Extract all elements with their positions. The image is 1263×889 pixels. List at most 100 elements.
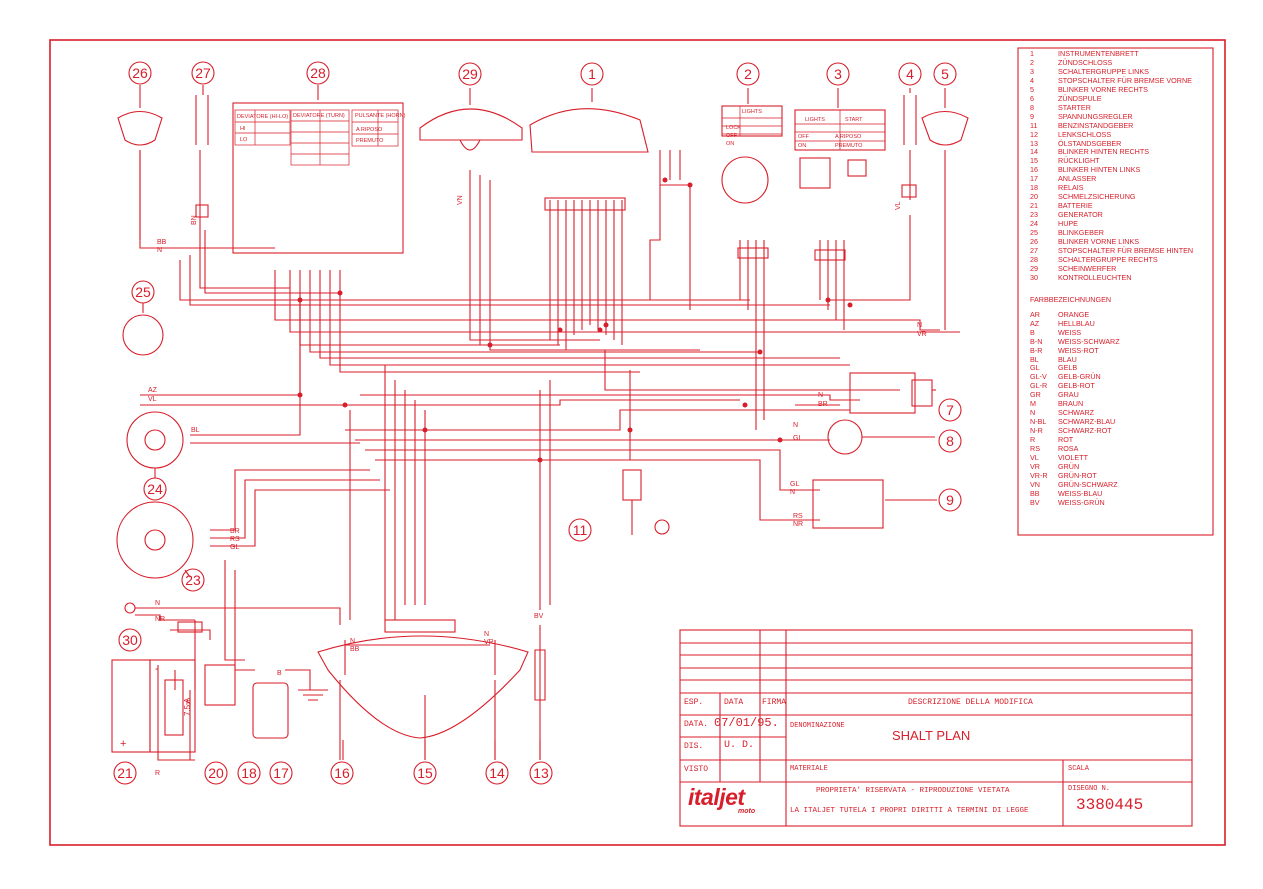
key-on: ON	[726, 141, 734, 147]
italjet-logo-sub: moto	[738, 808, 756, 815]
italjet-logo: italjet	[688, 784, 745, 810]
color-code-name: GRAU	[1058, 390, 1079, 400]
color-code-name: ROSA	[1058, 444, 1079, 454]
proprieta-text: PROPRIETA' RISERVATA - RIPRODUZIONE VIET…	[816, 787, 1010, 795]
component-name: SCHEINWERFER	[1058, 263, 1117, 273]
color-code-name: WEISS-ROT	[1058, 345, 1099, 355]
callout-circle-25	[131, 280, 155, 304]
color-code-code: VR	[1030, 461, 1040, 471]
component-name: BATTERIE	[1058, 201, 1093, 211]
start-title: START	[845, 117, 863, 123]
component-name: SCHALTERGRUPPE RECHTS	[1058, 254, 1158, 264]
color-code-name: GELB	[1058, 363, 1078, 373]
wire-label-br-coil: BR	[818, 401, 828, 408]
component-name: ANLASSER	[1058, 174, 1097, 184]
callout-circle-8	[938, 429, 962, 453]
callout-circle-1	[580, 62, 604, 86]
color-code-name: VIOLETT	[1058, 452, 1088, 462]
switch3-on: ON	[798, 143, 806, 149]
component-name: BLINKER VORNE RECHTS	[1058, 84, 1148, 94]
color-code-code: M	[1030, 399, 1036, 409]
wire-label-gl: GL	[230, 544, 239, 551]
lights-title-2: LIGHTS	[742, 109, 762, 115]
color-code-name: WEISS	[1058, 327, 1082, 337]
callout-number-23: 23	[185, 572, 201, 588]
callout-circle-9	[938, 488, 962, 512]
component-name: GENERATOR	[1058, 210, 1103, 220]
callout-number-24: 24	[147, 481, 163, 497]
callout-circle-16	[330, 761, 354, 785]
battery-plus: +	[120, 738, 126, 750]
color-code-code: B-R	[1030, 345, 1043, 355]
col-data: DATA	[724, 698, 744, 707]
color-code-code: AR	[1030, 309, 1040, 319]
disegno-label: DISEGNO N.	[1068, 785, 1111, 793]
wire-label-gl-reg: GL	[790, 481, 799, 488]
callout-circle-20	[204, 761, 228, 785]
callout-number-3: 3	[834, 66, 842, 82]
tutela-text: LA ITALJET TUTELA I PROPRI DIRITTI A TER…	[790, 807, 1029, 815]
wire-label-n-reg: N	[790, 489, 795, 496]
pulsante-title: PULSANTE (HORN)	[355, 113, 406, 119]
component-code: 13	[1030, 138, 1038, 148]
color-code-name: WEISS-BLAU	[1058, 488, 1103, 498]
wire-label-nr: NR	[155, 616, 165, 623]
callout-circle-23	[181, 568, 205, 592]
component-code: 16	[1030, 165, 1038, 175]
wire-label-gl-starter: GL	[793, 435, 802, 442]
color-code-name: SCHWARZ	[1058, 408, 1095, 418]
callout-number-18: 18	[241, 765, 257, 781]
component-code: 4	[1030, 75, 1034, 85]
callout-number-2: 2	[744, 66, 752, 82]
component-code: 2	[1030, 57, 1034, 67]
callout-circle-7	[938, 398, 962, 422]
wire-label-n-right: N	[917, 322, 922, 329]
callout-number-26: 26	[132, 65, 148, 81]
color-code-name: HELLBLAU	[1058, 318, 1095, 328]
component-name: ÖLSTANDSGEBER	[1058, 138, 1122, 148]
start-premuto: PREMUTO	[835, 143, 863, 149]
wire-label-r: R	[186, 700, 191, 707]
lights-title-3: LIGHTS	[805, 117, 825, 123]
callout-circle-2	[736, 62, 760, 86]
component-name: ZÜNDSPULE	[1058, 93, 1102, 103]
component-code: 14	[1030, 147, 1038, 157]
color-code-code: BB	[1030, 488, 1040, 498]
component-name: STARTER	[1058, 102, 1091, 112]
color-code-row: GR GRAU	[1018, 390, 1210, 400]
color-code-code: AZ	[1030, 318, 1040, 328]
component-name: RELAIS	[1058, 183, 1084, 193]
callout-number-16: 16	[334, 765, 350, 781]
color-code-code: GR	[1030, 390, 1041, 400]
wire-label-nr-reg: NR	[793, 521, 803, 528]
deviatore-hl-title: DEVIATORE (HI-LO)	[237, 114, 288, 120]
callout-number-1: 1	[588, 66, 596, 82]
col-descrizione: DESCRIZIONE DELLA MODIFICA	[908, 698, 1033, 707]
component-code: 6	[1030, 93, 1034, 103]
callout-circle-21	[113, 761, 137, 785]
wire-label-b: B	[277, 670, 282, 677]
component-code: 12	[1030, 129, 1038, 139]
color-code-row: BB WEISS-BLAU	[1018, 488, 1210, 499]
callout-number-11: 11	[573, 522, 588, 538]
component-code: 15	[1030, 156, 1038, 166]
fuse-rating: 7.5 A	[183, 697, 192, 716]
pulsante-riposo: A RIPOSO	[356, 127, 383, 133]
callout-circle-15	[413, 761, 437, 785]
component-name: SCHALTERGRUPPE LINKS	[1058, 66, 1149, 76]
